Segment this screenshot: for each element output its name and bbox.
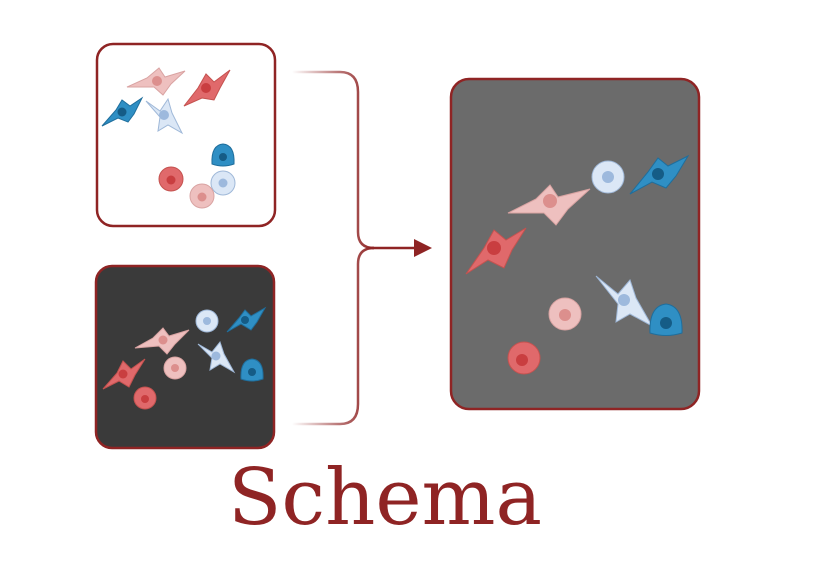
cell-round-lightblue [210, 170, 236, 196]
cell-spindle-pink [507, 184, 591, 226]
cell-triangle-blue [240, 358, 264, 382]
panel-input-dark [94, 264, 276, 450]
cell-spindle-red [465, 227, 527, 275]
panel-input-light [95, 42, 277, 228]
cell-spindle-blue [629, 154, 690, 195]
cell-spindle-blue [101, 96, 144, 127]
cell-triangle-blue [649, 303, 683, 336]
cell-spindle-pink [134, 327, 190, 355]
cell-spindle-pink [126, 67, 186, 96]
cell-spindle-blue [226, 306, 267, 333]
cell-round-lightblue [591, 160, 625, 194]
cell-spindle-red [102, 358, 146, 390]
cell-round-red [158, 166, 184, 192]
cell-round-pink [189, 183, 215, 209]
cell-spindle-lightblue [145, 97, 184, 135]
cell-round-pink [548, 297, 582, 331]
merge-bracket-arrow [292, 70, 432, 426]
cell-round-pink [163, 356, 187, 380]
cell-round-red [133, 386, 157, 410]
cell-spindle-lightblue [197, 340, 236, 374]
cell-spindle-red [183, 69, 231, 107]
panel-output [449, 77, 701, 411]
diagram-caption: Schema [228, 453, 542, 543]
cell-round-red [507, 341, 541, 375]
cell-triangle-blue [211, 143, 235, 167]
cell-round-lightblue [195, 309, 219, 333]
